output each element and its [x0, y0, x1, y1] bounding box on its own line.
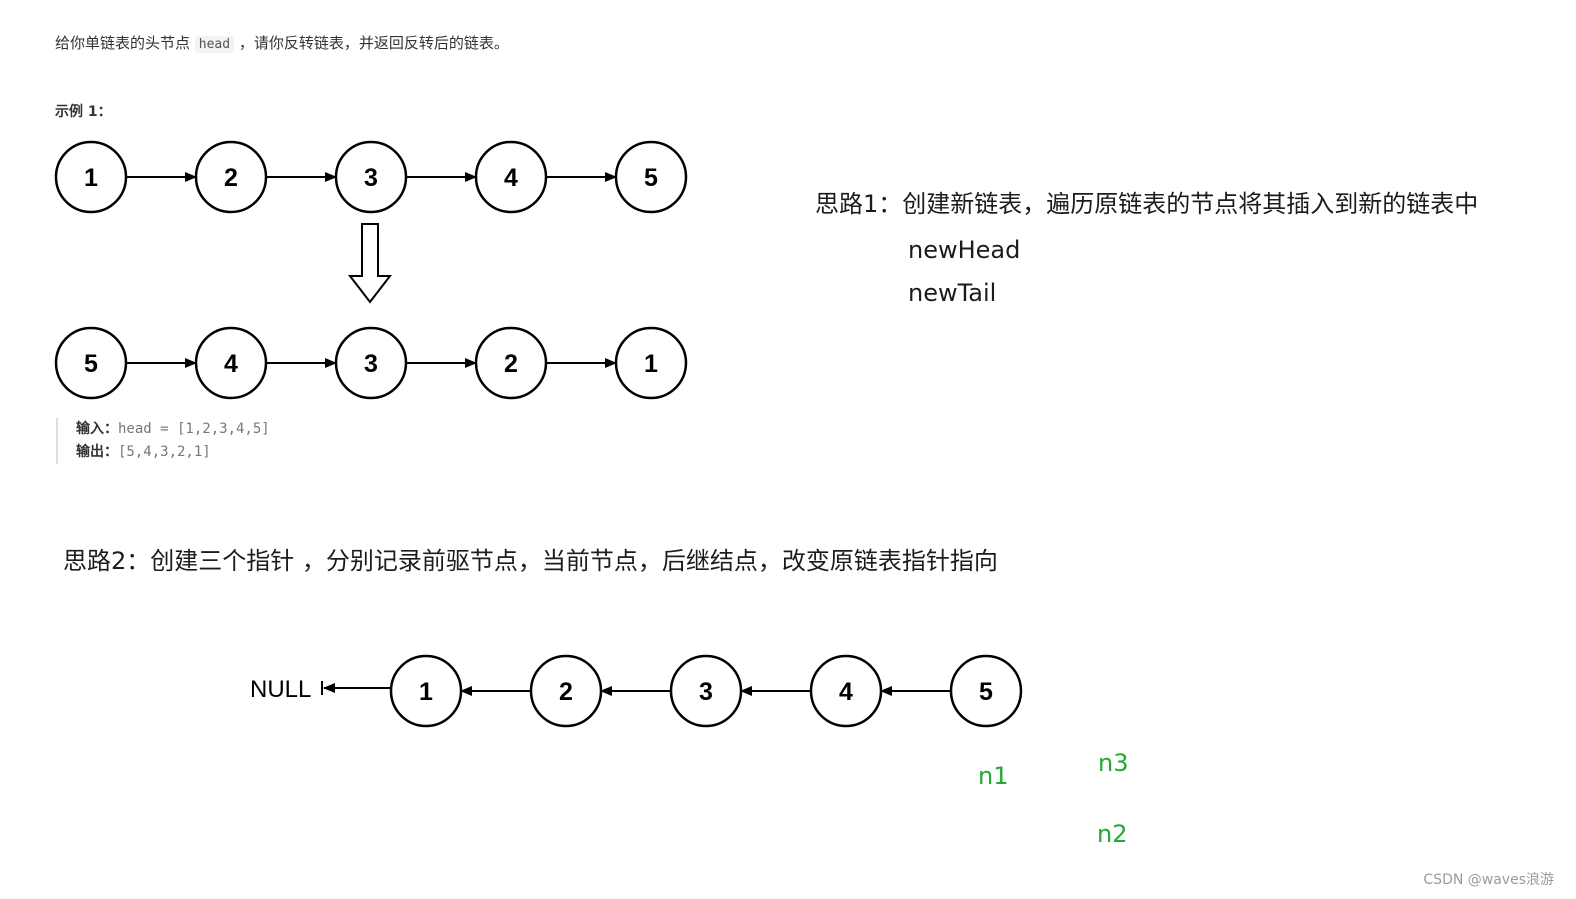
original-list-node-circle [334, 140, 408, 214]
reversed-list-node: 5 [54, 326, 128, 400]
original-list-node-circle [474, 140, 548, 214]
pointer-list-node-label: 3 [699, 678, 713, 706]
reversed-list-node: 1 [614, 326, 688, 400]
pointer-n3: n3 [1098, 749, 1129, 777]
input-label: 输入： [76, 421, 118, 437]
input-value: head = [1,2,3,4,5] [118, 421, 270, 437]
original-list-node-label: 2 [224, 164, 238, 192]
problem-statement: 给你单链表的头节点 head ，请你反转链表，并返回反转后的链表。 [55, 32, 509, 53]
original-list-node-circle [614, 140, 688, 214]
pointer-list-node-label: 5 [979, 678, 993, 706]
new-tail-label: newTail [908, 279, 997, 307]
down-arrow-icon [347, 223, 393, 304]
original-list-node: 3 [334, 140, 408, 214]
reversed-list-node: 2 [474, 326, 548, 400]
intro-after: ，请你反转链表，并返回反转后的链表。 [234, 34, 509, 52]
original-list-node: 4 [474, 140, 548, 214]
reversed-list-node: 4 [194, 326, 268, 400]
watermark: CSDN @waves浪游 [1423, 872, 1554, 888]
output-label: 输出： [76, 444, 118, 460]
original-list-node-label: 5 [644, 164, 658, 192]
original-list-node: 1 [54, 140, 128, 214]
reversed-list-node-circle [54, 326, 128, 400]
head-code: head [194, 36, 235, 53]
reversed-list-node-label: 3 [364, 350, 378, 378]
reversed-list-node-circle [334, 326, 408, 400]
reversed-list-node-label: 1 [644, 350, 658, 378]
reversed-list-node: 3 [334, 326, 408, 400]
pointer-list-node-label: 4 [839, 678, 853, 706]
reversed-list-node-circle [614, 326, 688, 400]
reversed-list-node-circle [474, 326, 548, 400]
reversed-list-node-label: 4 [224, 350, 238, 378]
original-list-node-label: 3 [364, 164, 378, 192]
reversed-list-node-label: 2 [504, 350, 518, 378]
original-list-node: 2 [194, 140, 268, 214]
pointer-list-node: 1 [389, 654, 463, 728]
idea1-text: 思路1：创建新链表，遍历原链表的节点将其插入到新的链表中 [815, 190, 1479, 218]
pointer-list-node-circle [389, 654, 463, 728]
io-block: 输入：head = [1,2,3,4,5] 输出：[5,4,3,2,1] [56, 418, 270, 464]
pointer-n2: n2 [1097, 820, 1128, 848]
pointer-list-node: 5 [949, 654, 1023, 728]
pointer-list-node-label: 2 [559, 678, 573, 706]
pointer-n1: n1 [978, 762, 1009, 790]
pointer-list-node: 4 [809, 654, 883, 728]
null-label: NULL [250, 676, 311, 703]
pointer-list-node: 2 [529, 654, 603, 728]
pointer-list-node-label: 1 [419, 678, 433, 706]
pointer-list-node: 3 [669, 654, 743, 728]
pointer-list-node-circle [809, 654, 883, 728]
original-list-node-circle [54, 140, 128, 214]
idea2-text: 思路2：创建三个指针 ，分别记录前驱节点，当前节点，后继结点，改变原链表指针指向 [63, 547, 998, 575]
output-value: [5,4,3,2,1] [118, 444, 211, 460]
original-list-node-label: 1 [84, 164, 98, 192]
intro-before: 给你单链表的头节点 [55, 34, 195, 52]
pointer-list-node-circle [529, 654, 603, 728]
original-list-node-label: 4 [504, 164, 518, 192]
example-title: 示例 1： [55, 104, 112, 120]
pointer-list-node-circle [949, 654, 1023, 728]
reversed-list-node-circle [194, 326, 268, 400]
input-line: 输入：head = [1,2,3,4,5] [76, 418, 270, 441]
original-list-node: 5 [614, 140, 688, 214]
original-list-node-circle [194, 140, 268, 214]
pointer-list-node-circle [669, 654, 743, 728]
output-line: 输出：[5,4,3,2,1] [76, 441, 270, 464]
reversed-list-node-label: 5 [84, 350, 98, 378]
new-head-label: newHead [908, 236, 1021, 264]
